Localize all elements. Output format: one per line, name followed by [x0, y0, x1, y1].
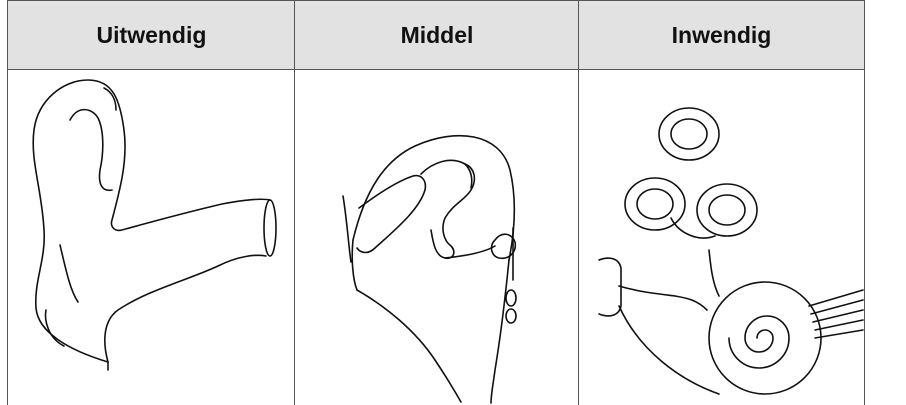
header-middle-ear: Middel: [295, 1, 579, 69]
outer-ear-cell: [8, 70, 294, 405]
cavity-bottom-left: [357, 290, 461, 402]
table-border-right: [864, 0, 865, 405]
cochlea-outer: [709, 282, 821, 394]
round-window: [506, 290, 516, 306]
pinna-inner-fold: [70, 110, 112, 191]
table-header-row: Uitwendig Middel Inwendig: [7, 0, 865, 70]
inner-ear-cell: [579, 70, 864, 405]
helix-detail: [104, 88, 116, 110]
posterior-canal-inner: [637, 189, 673, 219]
eardrum-membrane: [343, 196, 351, 262]
eardrum-line: [352, 240, 357, 290]
nerve-fiber-1: [809, 290, 863, 306]
lateral-canal: [697, 184, 757, 236]
cochlea-base-curve: [619, 306, 719, 394]
posterior-canal: [625, 178, 685, 230]
link-to-window: [619, 286, 707, 310]
ear-parts-table: Uitwendig Middel Inwendig: [7, 0, 865, 405]
lobe-curve: [46, 310, 64, 346]
ear-canal-opening: [264, 200, 276, 256]
header-inner-ear: Inwendig: [579, 1, 864, 69]
nerve-fiber-5: [815, 330, 863, 338]
oval-window-stub: [599, 258, 621, 316]
eustachian-tube: [491, 260, 509, 403]
middle-ear-illustration: [295, 70, 578, 405]
inner-ear-illustration: [579, 70, 864, 405]
outer-ear-illustration: [8, 70, 294, 405]
incus-bone: [421, 160, 474, 258]
vestibule-stem: [709, 250, 719, 296]
round-window-lower: [506, 309, 516, 323]
concha-curve: [60, 245, 78, 302]
lateral-canal-inner: [709, 195, 745, 225]
nerve-fiber-4: [815, 320, 863, 330]
superior-canal: [659, 108, 719, 160]
superior-canal-inner: [671, 119, 707, 149]
pinna-outline-top: [33, 80, 270, 362]
malleus-bone: [357, 176, 425, 253]
ear-canal-bottom: [105, 255, 266, 362]
header-outer-ear: Uitwendig: [8, 1, 295, 69]
middle-ear-cell: [295, 70, 578, 405]
cochlea-spiral: [729, 316, 789, 368]
